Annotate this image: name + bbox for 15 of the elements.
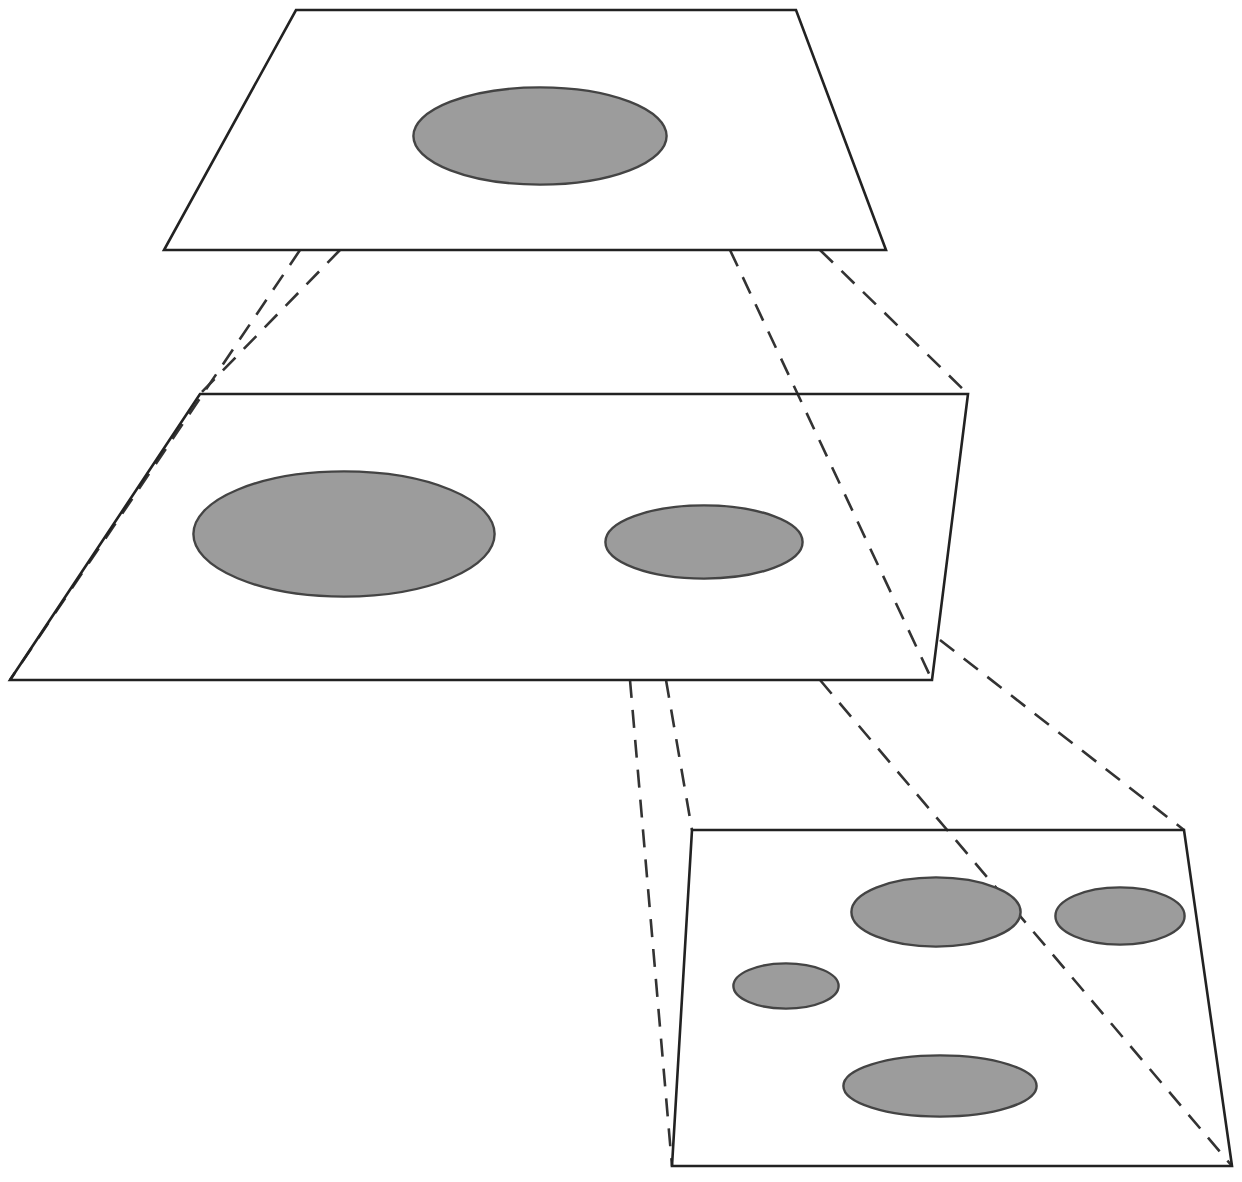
shaded-region	[850, 876, 1022, 948]
shaded-region	[842, 1054, 1038, 1118]
dashed-line	[819, 679, 1233, 1167]
plane	[164, 10, 886, 250]
shaded-region	[1054, 886, 1186, 946]
plane	[10, 394, 968, 680]
dashed-line	[939, 638, 1185, 832]
shaded-region	[412, 86, 668, 186]
dashed-line	[628, 679, 674, 1167]
shaded-region	[604, 504, 804, 580]
shaded-region	[192, 470, 496, 598]
plane	[672, 830, 1232, 1166]
shaded-region	[732, 962, 840, 1010]
dashed-line	[199, 249, 341, 395]
dashed-line	[664, 679, 694, 831]
